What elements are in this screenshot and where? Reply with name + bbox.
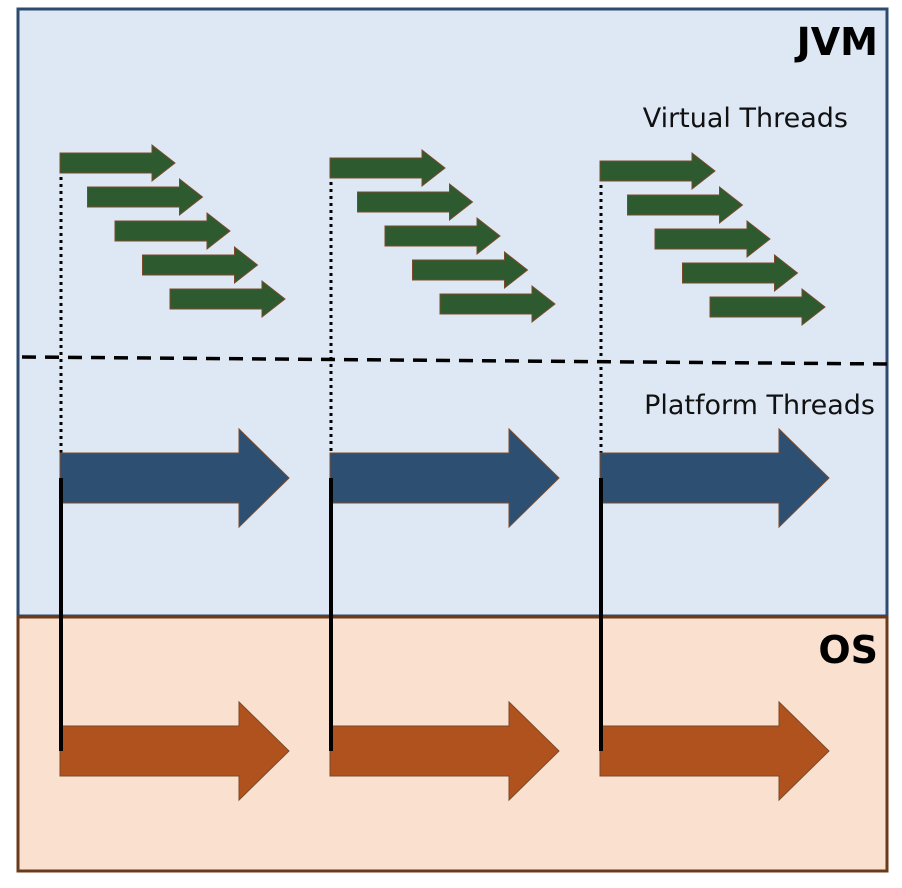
platform-thread-arrow <box>59 427 290 529</box>
platform-threads-label: Platform Threads <box>644 390 875 421</box>
platform-thread-arrow <box>329 427 560 529</box>
virtual-thread-arrow <box>627 185 744 225</box>
jvm-boundary-dashed-line <box>21 355 889 366</box>
virtual-thread-arrow <box>329 148 446 188</box>
virtual-thread-arrow <box>682 253 799 293</box>
os-thread-arrow <box>599 700 830 802</box>
virtual-thread-arrow <box>357 182 474 222</box>
thread-group-1 <box>59 143 290 802</box>
virtual-thread-arrow <box>599 151 716 191</box>
virtual-thread-arrow <box>169 279 286 319</box>
thread-group-3 <box>599 151 830 802</box>
virtual-thread-arrow <box>412 250 529 290</box>
platform-thread-arrow <box>599 427 830 529</box>
virtual-thread-arrow <box>439 284 556 324</box>
virtual-thread-arrow <box>114 211 231 251</box>
virtual-thread-arrow <box>709 287 826 327</box>
virtual-thread-arrow <box>87 177 204 217</box>
os-title: OS <box>818 628 878 672</box>
virtual-threads-label: Virtual Threads <box>643 103 848 134</box>
os-thread-arrow <box>329 700 560 802</box>
virtual-thread-arrow <box>59 143 176 183</box>
os-thread-arrow <box>59 700 290 802</box>
virtual-thread-arrow <box>142 245 259 285</box>
virtual-thread-arrow <box>384 216 501 256</box>
thread-group-2 <box>329 148 560 802</box>
jvm-title: JVM <box>794 20 878 64</box>
virtual-thread-arrow <box>654 219 771 259</box>
